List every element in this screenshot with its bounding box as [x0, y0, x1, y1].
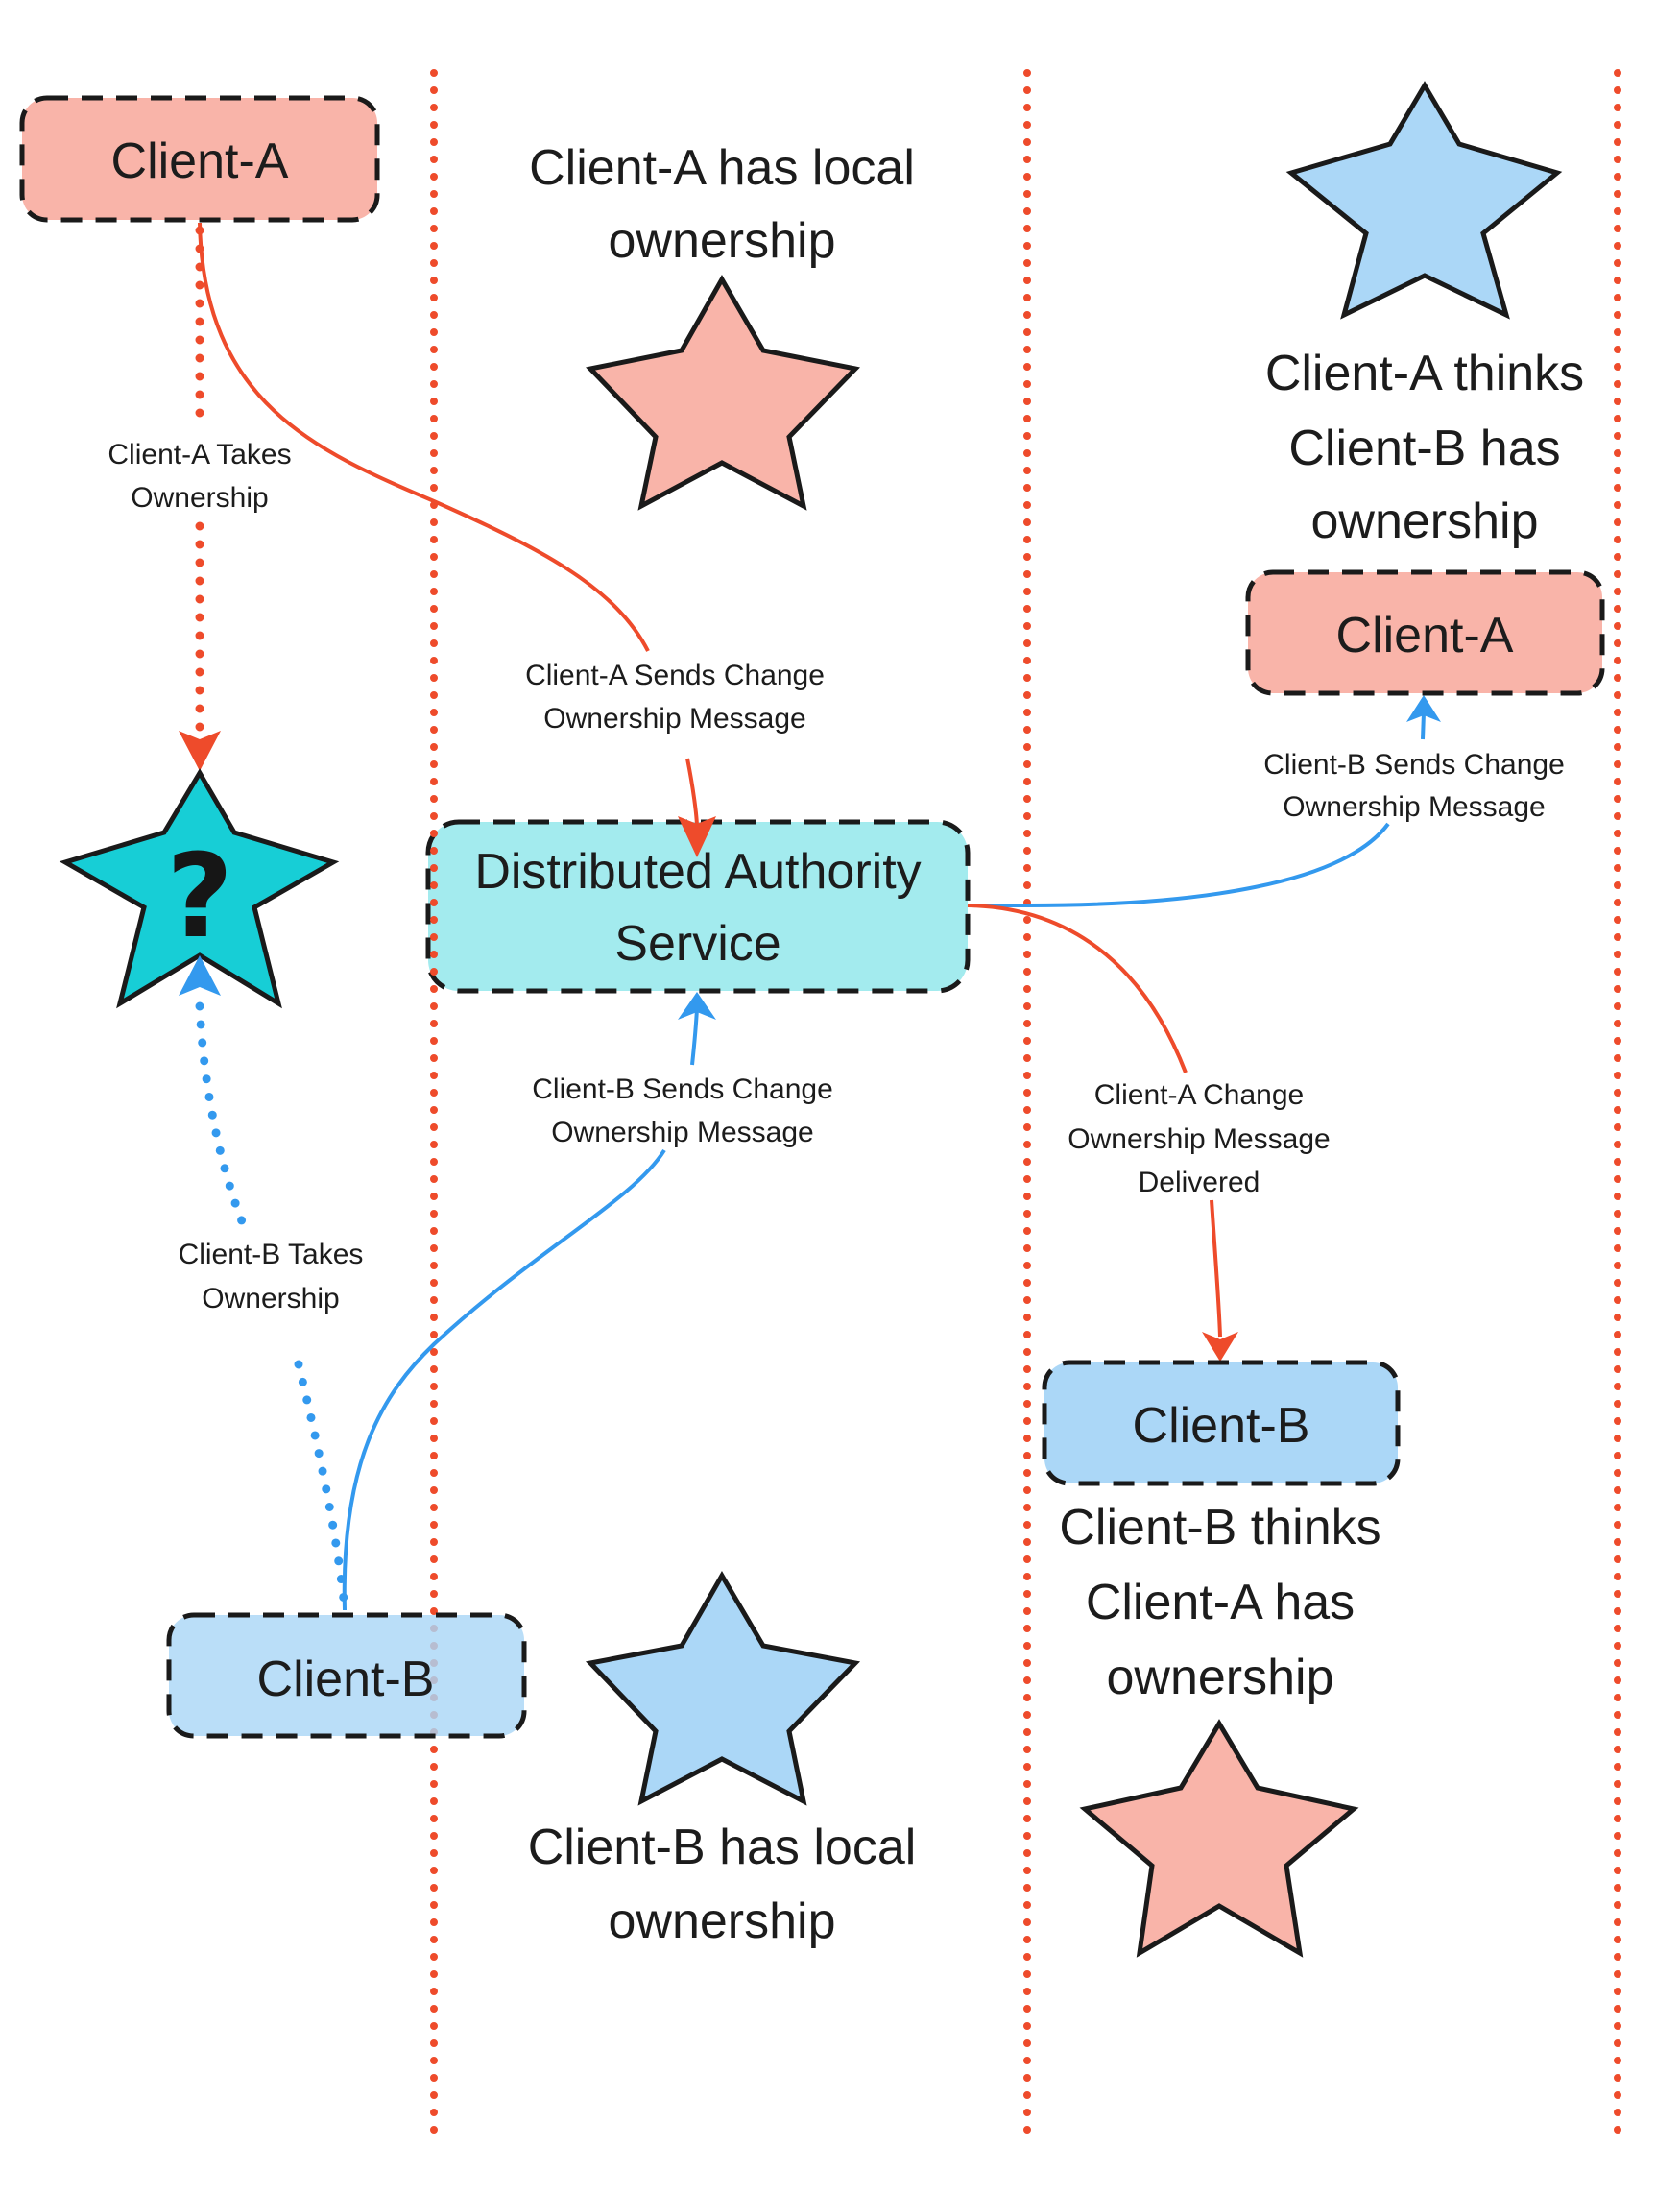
client-b-box	[1042, 1360, 1401, 1486]
client-a-node-top[interactable]: Client-A	[19, 95, 380, 223]
service-label-line2: Service	[614, 916, 780, 972]
client-b-label: Client-B	[1133, 1398, 1310, 1454]
lane-separators	[430, 69, 1621, 2137]
client-b-sends-label-line2: Ownership Message	[551, 1117, 813, 1148]
client-b-sends-label-line1: Client-B Sends Change	[532, 1073, 833, 1105]
star-icon	[586, 274, 861, 511]
client-a-sends-label-line2: Ownership Message	[543, 703, 805, 735]
client-b-sends-change-curve	[342, 1148, 666, 1611]
client-a-delivered-label-line2: Ownership Message	[1068, 1123, 1330, 1155]
client-a-sends-change-curve	[198, 222, 650, 652]
client-b-sends-change-arrow-shaft	[690, 1007, 699, 1066]
client-b-takes-ownership-line-lower	[294, 1360, 349, 1613]
service-box	[425, 819, 971, 994]
client-a-message-delivered-curve	[967, 904, 1188, 1073]
client-b-message-to-client-a-curve	[968, 822, 1390, 907]
client-a-thinks-line2: Client-B has	[1288, 421, 1560, 476]
star-icon	[1285, 81, 1563, 320]
client-a-box	[19, 95, 380, 223]
client-a-delivered-arrow-shaft	[1210, 1199, 1222, 1338]
client-b-sends-arrowhead	[678, 992, 716, 1020]
client-a-label: Client-A	[111, 133, 289, 189]
client-a-local-ownership-line2: ownership	[608, 213, 835, 269]
client-a-delivered-arrowhead	[1202, 1332, 1238, 1362]
client-a-local-ownership-line1: Client-A has local	[529, 140, 915, 196]
client-b-node-left[interactable]: Client-B	[166, 1612, 527, 1739]
client-a-takes-label-line1: Client-A Takes	[108, 439, 291, 470]
client-a-box	[1245, 569, 1605, 696]
client-b-thinks-line2: Client-A has	[1086, 1575, 1355, 1630]
client-b-sends-right-label-line1: Client-B Sends Change	[1263, 749, 1565, 781]
star-icon	[1079, 1719, 1359, 1958]
client-a-delivered-label-line1: Client-A Change	[1094, 1079, 1304, 1111]
client-b-sends-right-label-line2: Ownership Message	[1283, 791, 1545, 823]
client-a-takes-arrowhead	[179, 731, 221, 771]
client-a-label: Client-A	[1336, 608, 1514, 663]
client-a-delivered-label-line3: Delivered	[1139, 1167, 1260, 1198]
client-a-sends-arrowhead	[678, 816, 716, 857]
client-b-thinks-line3: ownership	[1106, 1650, 1333, 1705]
client-b-takes-label-line2: Ownership	[202, 1283, 339, 1314]
client-b-message-arrowhead	[1406, 695, 1441, 722]
client-a-thinks-line3: ownership	[1310, 494, 1538, 549]
client-b-takes-label-line1: Client-B Takes	[179, 1239, 364, 1270]
star-icon	[586, 1571, 861, 1806]
client-a-thinks-line1: Client-A thinks	[1265, 346, 1584, 401]
client-b-takes-arrowhead	[179, 955, 221, 996]
question-mark: ?	[166, 831, 233, 964]
client-a-sends-change-arrow-shaft	[685, 758, 699, 829]
client-b-label: Client-B	[257, 1652, 435, 1707]
client-a-takes-label-line2: Ownership	[131, 482, 268, 514]
client-a-node-right[interactable]: Client-A	[1245, 569, 1605, 696]
client-b-takes-ownership-line-upper	[195, 1001, 247, 1226]
client-b-node-right[interactable]: Client-B	[1042, 1360, 1401, 1486]
client-b-local-ownership-line1: Client-B has local	[528, 1820, 917, 1875]
client-b-message-arrow-shaft	[1421, 711, 1426, 740]
client-b-thinks-line1: Client-B thinks	[1059, 1500, 1380, 1555]
client-a-sends-label-line1: Client-A Sends Change	[525, 660, 825, 691]
client-b-box	[166, 1612, 527, 1739]
client-b-local-ownership-line2: ownership	[608, 1893, 835, 1949]
